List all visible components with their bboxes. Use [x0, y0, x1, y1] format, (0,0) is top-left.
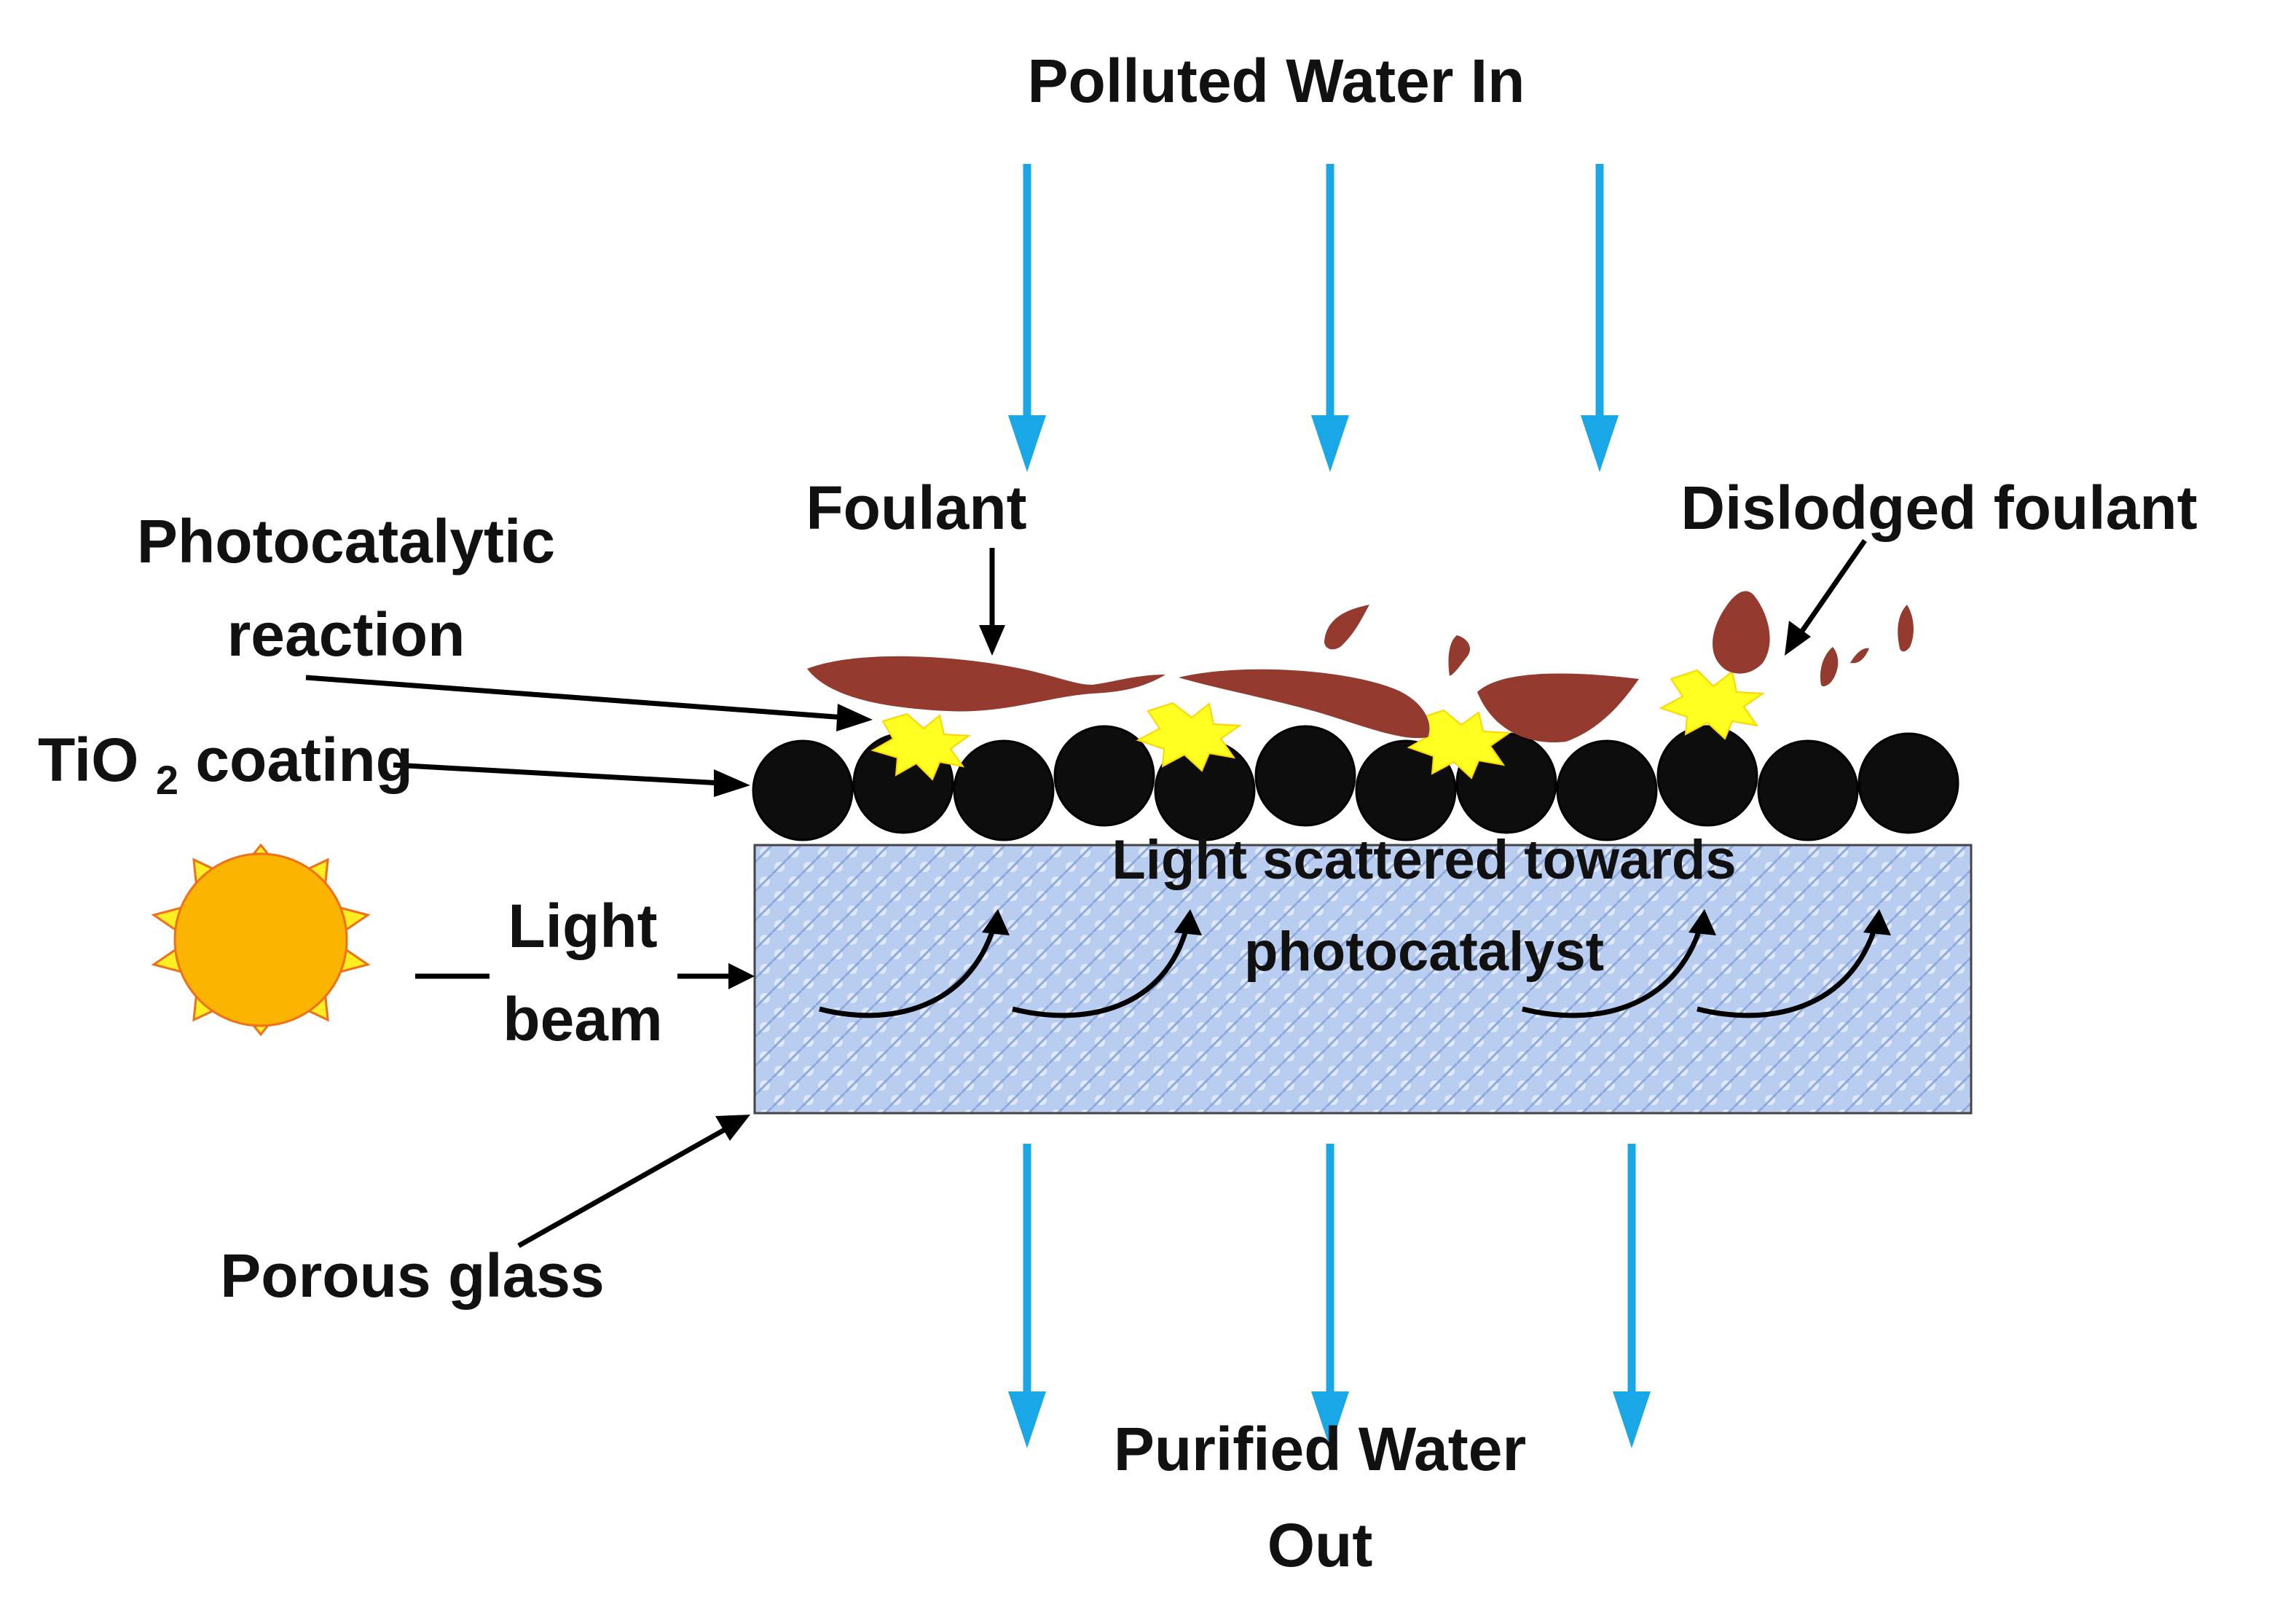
tio2-particle: [1757, 739, 1859, 841]
tio2-particles: [752, 725, 1959, 841]
scatter-arrows: [819, 924, 1879, 1018]
foulant-layer: [1179, 669, 1430, 739]
inlet-arrow: [1008, 164, 1046, 472]
dislodged-foulant: [1448, 635, 1471, 676]
inlet-label: Polluted Water In: [1028, 47, 1525, 115]
dislodged-foulant: [1850, 648, 1869, 664]
tio2-particle: [1857, 732, 1959, 834]
scatter-arrowheads: [982, 909, 1891, 935]
foulant-layer: [1477, 673, 1639, 743]
scatter-label-line2: photocatalyst: [1244, 921, 1604, 983]
foulant-label: Foulant: [806, 474, 1026, 542]
tio2-particle: [1254, 725, 1356, 827]
light-beam-label-line1: Light: [508, 892, 657, 960]
tio2-particle: [1556, 739, 1658, 841]
foulant-layer: [807, 656, 1165, 712]
dislodged-foulant: [1324, 605, 1369, 650]
dislodged-foulant-label: Dislodged foulant: [1680, 474, 2197, 542]
tio2-particle: [1053, 725, 1155, 827]
photocatalytic-reaction-label-line1: Photocatalytic: [137, 507, 555, 576]
photocatalytic-reaction-label-line2: reaction: [227, 600, 465, 669]
dislodged-foulant: [1898, 605, 1914, 652]
scatter-arrow: [1012, 924, 1190, 1018]
starburst-icon: [1407, 709, 1511, 780]
outlet-arrow: [1311, 1144, 1349, 1448]
sun-icon: [151, 843, 371, 1037]
tio2-subscript: 2: [156, 757, 178, 803]
outlet-arrows: [1008, 1144, 1651, 1448]
tio2-particle: [953, 739, 1055, 841]
light-beam-label-line2: beam: [503, 985, 662, 1053]
outlet-arrow: [1008, 1144, 1046, 1448]
tio2-particle: [1656, 725, 1758, 827]
outlet-label-line2: Out: [1267, 1511, 1373, 1579]
tio2-coating-label: TiO 2 coating: [38, 726, 413, 807]
inlet-arrow: [1311, 164, 1349, 472]
tio2-prefix: TiO: [38, 726, 138, 794]
porous-glass-label: Porous glass: [220, 1241, 605, 1310]
reaction-bursts: [870, 669, 1765, 781]
outlet-label-line1: Purified Water: [1114, 1415, 1526, 1483]
scatter-arrow: [819, 924, 997, 1018]
light-beam-arrow: [415, 963, 755, 989]
scatter-arrow: [1697, 924, 1879, 1018]
foulant-deposits: [807, 591, 1914, 743]
inlet-arrow: [1581, 164, 1619, 472]
pointer-arrows: [305, 539, 1867, 1249]
tio2-particle: [752, 739, 854, 841]
dislodged-foulant: [1820, 647, 1839, 687]
inlet-arrows: [1008, 164, 1619, 472]
scatter-label-line1: Light scattered towards: [1112, 829, 1736, 891]
starburst-icon: [870, 712, 971, 781]
starburst-icon: [1136, 702, 1242, 772]
tio2-suffix: coating: [195, 726, 413, 794]
outlet-arrow: [1613, 1144, 1651, 1448]
starburst-icon: [1659, 669, 1765, 740]
tio2-particle: [1355, 739, 1457, 841]
porous-glass: [753, 844, 1973, 1115]
scatter-arrow: [1522, 924, 1704, 1018]
dislodged-foulant: [1713, 591, 1770, 674]
